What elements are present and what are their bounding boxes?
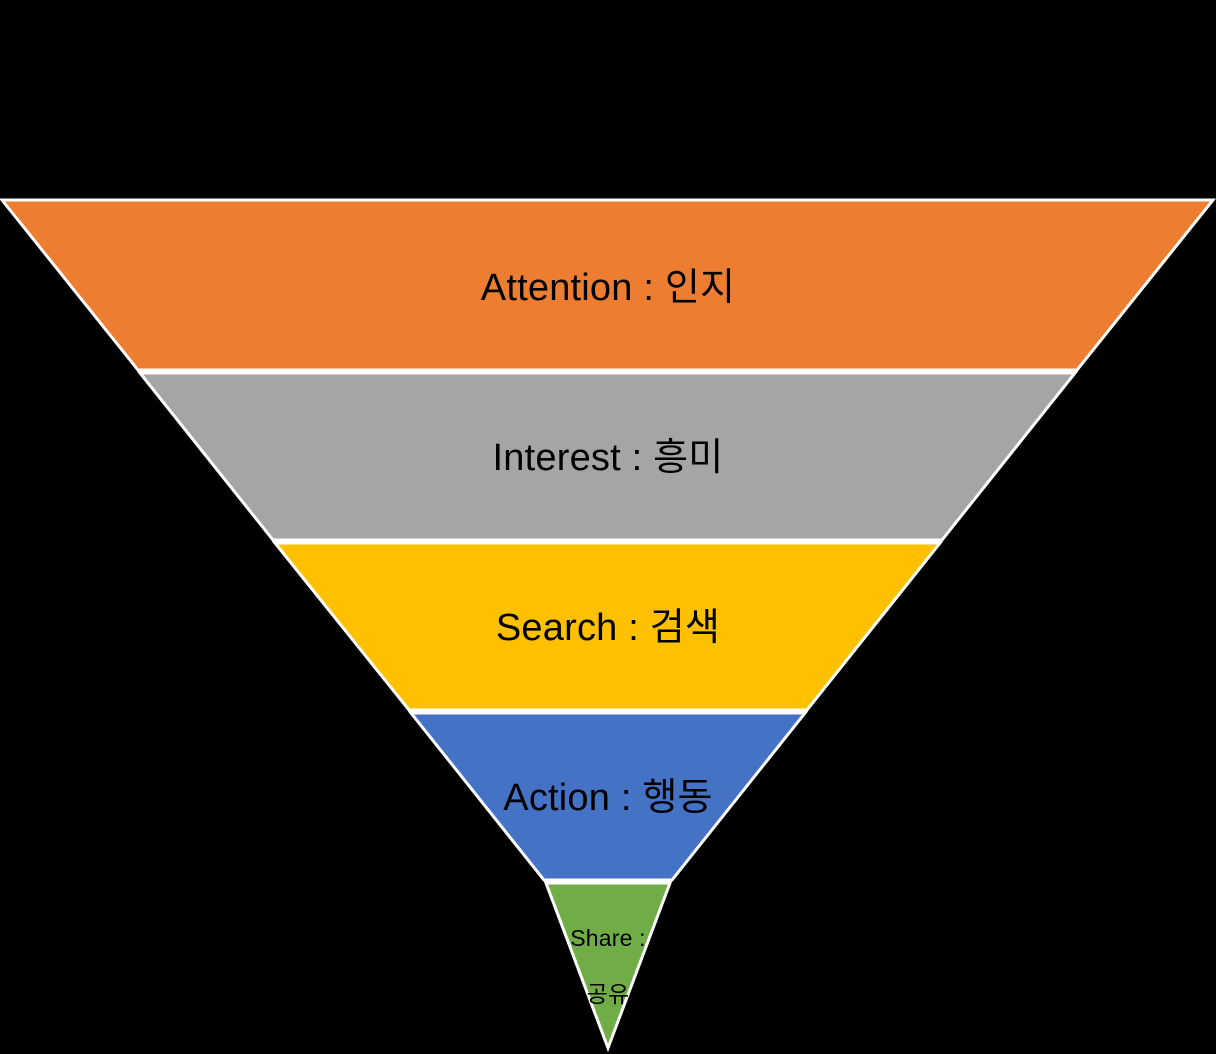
- funnel-band-share[interactable]: [543, 881, 673, 1053]
- funnel-band-interest[interactable]: [136, 371, 1079, 542]
- funnel-band-search[interactable]: [271, 541, 944, 712]
- funnel-band-action[interactable]: [407, 711, 809, 882]
- funnel-band-attention[interactable]: [0, 198, 1216, 372]
